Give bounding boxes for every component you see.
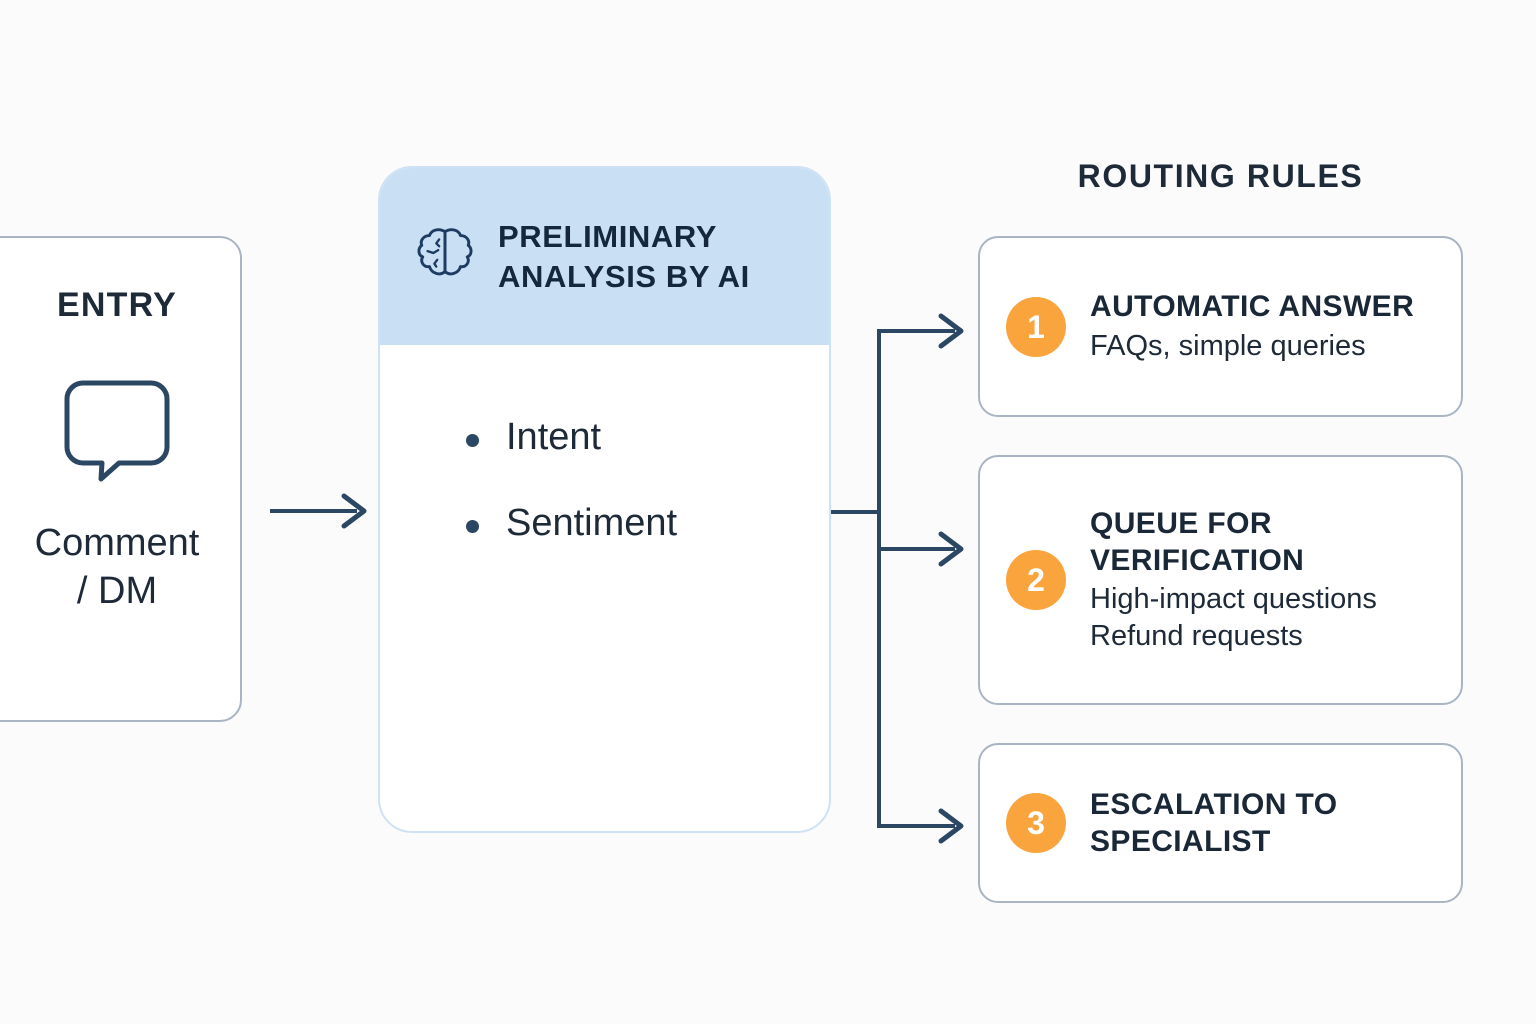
ai-card-header: PRELIMINARY ANALYSIS BY AI [380,168,829,345]
routing-rule-desc-line1: High-impact questions [1090,583,1377,616]
routing-rule-title-line2: SPECIALIST [1090,825,1271,858]
routing-rule-title: QUEUE FOR VERIFICATION [1090,505,1439,579]
routing-rule-title-line1: ESCALATION TO [1090,787,1338,821]
brain-icon [414,223,476,290]
entry-label-line1: Comment [34,522,200,564]
routing-rule-card-2[interactable]: 2 QUEUE FOR VERIFICATION High-impact que… [978,455,1463,705]
status-badge: 3 [1006,793,1066,853]
routing-rule-desc: High-impact questions Refund requests [1090,581,1439,655]
routing-rule-text: QUEUE FOR VERIFICATION High-impact quest… [1090,505,1439,656]
list-item: Intent [466,416,829,459]
routing-rule-text: AUTOMATIC ANSWER FAQs, simple queries [1090,288,1439,364]
routing-rule-title: ESCALATION TO SPECIALIST [1090,786,1439,860]
speech-bubble-icon [9,377,173,490]
list-item: Sentiment [466,502,829,545]
entry-label: Comment / DM [0,520,200,615]
routing-rule-desc: FAQs, simple queries [1090,329,1366,362]
status-badge: 1 [1006,296,1066,357]
ai-analysis-card: PRELIMINARY ANALYSIS BY AI Intent Sentim… [378,166,831,833]
ai-analysis-list: Intent Sentiment [466,416,829,545]
entry-title: ENTRY [57,286,177,324]
routing-rules-heading: ROUTING RULES [1077,158,1364,194]
routing-rule-text: ESCALATION TO SPECIALIST [1090,786,1439,860]
routing-rule-title-line2: VERIFICATION [1090,543,1305,577]
status-badge: 2 [1006,550,1066,610]
entry-card: ENTRY Comment / DM [0,236,242,722]
ai-card-body: Intent Sentiment [380,345,829,545]
routing-rule-title: AUTOMATIC ANSWER [1090,290,1415,324]
ai-card-title: PRELIMINARY ANALYSIS BY AI [498,217,750,295]
routing-rule-card-3[interactable]: 3 ESCALATION TO SPECIALIST [978,743,1463,903]
routing-rule-card-1[interactable]: 1 AUTOMATIC ANSWER FAQs, simple queries [978,236,1463,417]
ai-card-title-line2: ANALYSIS BY AI [498,258,750,294]
routing-rule-title-line1: QUEUE FOR [1090,506,1272,540]
entry-label-line2: / DM [76,569,158,612]
ai-card-title-line1: PRELIMINARY [498,219,718,255]
routing-rule-desc-line2: Refund requests [1090,620,1303,653]
